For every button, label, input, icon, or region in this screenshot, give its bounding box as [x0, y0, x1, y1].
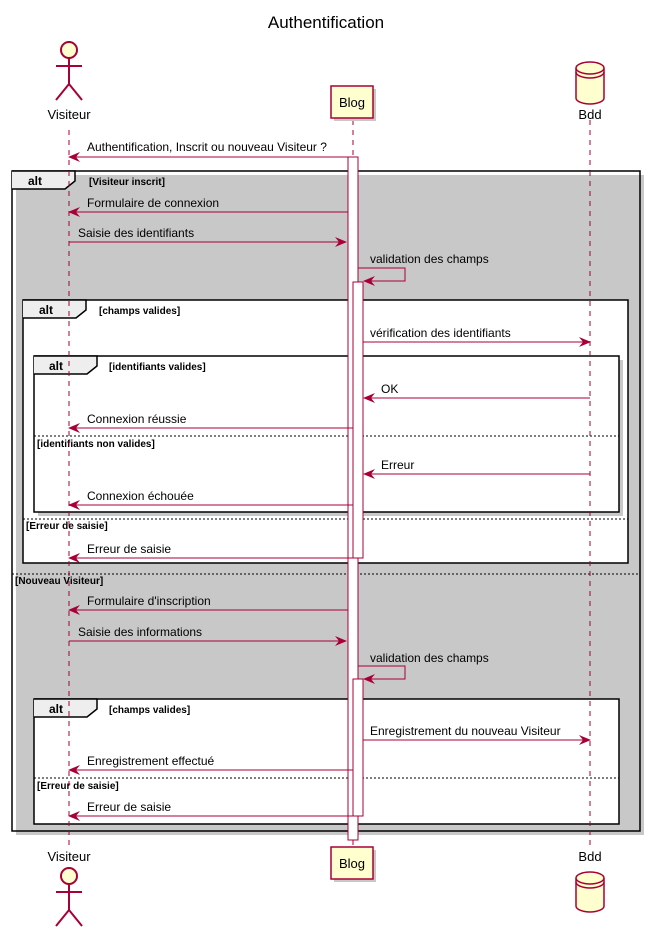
fragment-keyword: alt [49, 359, 63, 373]
message-label: Saisie des identifiants [78, 226, 194, 240]
message-label: OK [381, 382, 398, 396]
messages [68, 152, 591, 821]
fragment-alt-inscription: alt [champs valides] [Erreur de saisie] [33, 698, 623, 828]
participant-visiteur-bottom: Visiteur [47, 849, 91, 927]
fragment-else-guard: [Erreur de saisie] [37, 781, 119, 792]
participant-bdd-bottom: Bdd [575, 849, 605, 913]
participant-label: Bdd [578, 849, 601, 864]
message-label: Enregistrement effectué [87, 754, 215, 768]
message-label: Authentification, Inscrit ou nouveau Vis… [87, 140, 327, 154]
message-label: Saisie des informations [78, 625, 202, 639]
activations [347, 156, 364, 841]
participant-label: Visiteur [47, 849, 91, 864]
message-label: Erreur [381, 458, 414, 472]
actor-icon [55, 867, 83, 927]
participant-bdd-top: Bdd [575, 61, 605, 122]
message-label: Enregistrement du nouveau Visiteur [370, 724, 561, 738]
fragment-alt-identifiants: alt [identifiants valides] [identifiants… [33, 355, 623, 516]
participant-visiteur-top: Visiteur [47, 41, 91, 122]
fragment-keyword: alt [39, 303, 53, 317]
participant-label: Blog [339, 95, 365, 110]
fragment-else-guard: [Erreur de saisie] [26, 521, 108, 532]
fragment-keyword: alt [49, 702, 63, 716]
database-icon [575, 871, 605, 913]
actor-icon [55, 41, 83, 101]
message-labels: Authentification, Inscrit ou nouveau Vis… [78, 140, 561, 814]
fragment-else-guard: [Nouveau Visiteur] [15, 576, 103, 587]
fragment-guard: [identifiants valides] [109, 362, 206, 373]
message-label: Erreur de saisie [87, 800, 171, 814]
fragment-guard: [champs valides] [99, 306, 180, 317]
fragment-guard: [Visiteur inscrit] [89, 177, 165, 188]
activation-blog-validation-2 [352, 678, 364, 817]
database-icon [575, 61, 605, 105]
message-label: Connexion réussie [87, 412, 187, 426]
message-arrow-m13 [358, 665, 406, 684]
activation-blog-validation-1 [352, 281, 364, 559]
participant-blog-bottom: Blog [330, 846, 376, 882]
participant-label: Bdd [578, 107, 601, 122]
message-label: validation des champs [370, 252, 489, 266]
message-label: Erreur de saisie [87, 542, 171, 556]
fragment-else-guard: [identifiants non valides] [37, 439, 155, 450]
message-label: vérification des identifiants [370, 326, 511, 340]
message-label: Formulaire d'inscription [87, 594, 211, 608]
diagram-title: Authentification [268, 13, 384, 32]
message-label: validation des champs [370, 651, 489, 665]
participant-label: Blog [339, 856, 365, 871]
participant-blog-top: Blog [330, 85, 376, 121]
fragment-guard: [champs valides] [109, 705, 190, 716]
message-arrow-m4 [358, 267, 406, 286]
message-label: Formulaire de connexion [87, 196, 219, 210]
fragment-keyword: alt [28, 174, 42, 188]
participant-label: Visiteur [47, 107, 91, 122]
message-label: Connexion échouée [87, 489, 194, 503]
